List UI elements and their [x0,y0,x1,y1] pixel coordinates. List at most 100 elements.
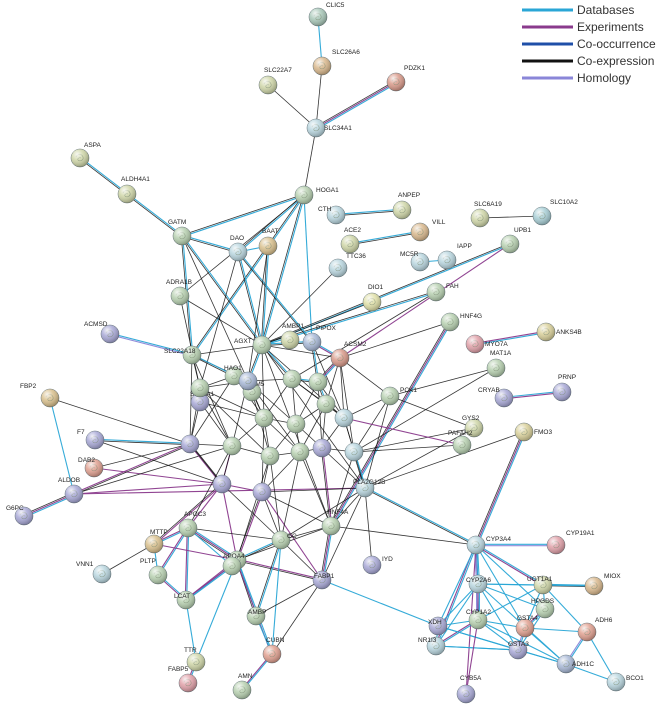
node-gatm[interactable]: GATM [168,219,192,246]
node-xdh[interactable]: XDH [428,616,448,636]
node-hpgds[interactable]: HPGDS [531,598,555,619]
edge-cubn2-lcat [185,564,232,600]
node-iapp[interactable]: IAPP [437,243,472,270]
edge-mat1a-c9 [353,367,497,453]
edge-baat-agxt [262,245,270,346]
node-baat[interactable]: BAAT [258,228,279,256]
node-slc22a18[interactable]: SLC22A18 [164,345,202,365]
node-c9[interactable] [344,442,364,462]
node-pla2g12b[interactable]: PLA2G12B [353,478,386,498]
node-myo7a[interactable]: MYO7A [465,334,508,354]
node-mttp[interactable]: MTTP [144,529,168,554]
node-cth[interactable]: CTH [318,205,346,225]
node-slc26a6[interactable]: SLC26A6 [312,49,360,76]
node-fabp1[interactable]: FABP1 [312,570,335,590]
node-c8[interactable] [312,438,332,458]
node-mc5r[interactable]: MC5R [400,251,430,272]
node-fah[interactable]: FAH [426,282,459,302]
node-label: FMO3 [534,429,552,436]
node-amn[interactable]: AMN [232,673,253,700]
node-agxt[interactable]: AGXT [234,335,272,355]
node-pdzk1[interactable]: PDZK1 [386,65,425,92]
node-ugt1a1[interactable]: UGT1A1 [527,575,553,595]
node-aldob[interactable]: ALDOB [58,477,84,504]
node-slc22a7[interactable]: SLC22A7 [258,67,292,95]
node-gys2[interactable]: GYS2 [462,415,484,438]
node-pafah2[interactable]: PAFAH2 [448,430,473,455]
node-slc10a2[interactable]: SLC10A2 [532,199,578,226]
node-bco1[interactable]: BCO1 [606,672,644,692]
node-c5[interactable] [254,408,274,428]
node-f7[interactable]: F7 [77,429,105,450]
node-ambp1[interactable]: AMBP1 [280,323,304,350]
node-c3[interactable] [282,369,302,389]
node-anpep[interactable]: ANPEP [392,192,420,220]
node-cubn[interactable]: CUBN [262,637,285,664]
node-adh1c[interactable]: ADH1C [556,654,594,674]
node-acmsd[interactable]: ACMSD [84,321,120,344]
node-gsta3[interactable]: GSTA3 [508,640,529,660]
node-fabp5[interactable]: FABP5 [168,666,198,693]
node-adh6[interactable]: ADH6 [577,617,613,642]
node-pck1[interactable]: PCK1 [380,386,417,406]
node-c16[interactable] [316,394,336,414]
node-pipox[interactable]: PIPOX [302,325,337,352]
node-prnp[interactable]: PRNP [552,374,576,402]
node-pltp[interactable]: PLTP [140,558,168,585]
node-gloss [118,185,136,203]
node-cryab[interactable]: CRYAB [478,387,514,408]
node-anks4b[interactable]: ANKS4B [536,322,582,342]
node-c12[interactable] [290,442,310,462]
node-iyd[interactable]: IYD [362,555,393,575]
node-dab2[interactable]: DAB2 [78,457,104,478]
node-upb1[interactable]: UPB1 [500,227,531,254]
node-miox[interactable]: MIOX [584,573,621,596]
node-cyb5a[interactable]: CYB5A [456,675,482,704]
node-ttc36[interactable]: TTC36 [328,253,366,278]
node-cubn2[interactable] [222,556,242,576]
node-fmo3[interactable]: FMO3 [514,422,552,442]
node-c13[interactable] [260,446,280,466]
node-ace2[interactable]: ACE2 [340,227,361,254]
node-slc6a19[interactable]: SLC6A19 [470,201,502,228]
node-c4[interactable] [308,372,328,392]
node-fbp2[interactable]: FBP2 [20,383,60,408]
node-dao[interactable]: DAO [228,235,248,262]
node-cyp19a1[interactable]: CYP19A1 [546,530,595,555]
node-c6[interactable] [334,408,354,428]
node-aldh4a1[interactable]: ALDH4A1 [117,176,150,204]
node-c7[interactable] [286,414,306,434]
node-adra1b[interactable]: ADRA1B [166,279,192,306]
node-g6pc[interactable]: G6PC [6,505,34,526]
node-c14[interactable] [180,434,200,454]
node-vnn1[interactable]: VNN1 [76,561,112,584]
node-cyp3a4[interactable]: CYP3A4 [466,535,511,555]
node-gsta4[interactable]: GSTA4 [515,615,538,638]
node-ambp[interactable]: AMBP [246,606,266,626]
node-mat1a[interactable]: MAT1A [486,350,512,378]
node-hnf4g[interactable]: HNF4G [440,312,482,332]
node-nr1i3[interactable]: NR1I3 [418,636,446,656]
node-vill[interactable]: VILL [410,219,446,242]
node-dio1[interactable]: DIO1 [362,284,384,312]
node-c15[interactable] [222,436,242,456]
node-c11[interactable] [252,482,272,502]
node-cyp2a6[interactable]: CYP2A6 [466,574,491,594]
edge-pla2g12b-fabp1 [321,487,366,581]
node-hoga1[interactable]: HOGA1 [294,185,339,205]
node-c10[interactable] [212,474,232,494]
node-acsm2[interactable]: ACSM2 [330,341,367,368]
node-ttr[interactable]: TTR [184,647,206,672]
node-c2[interactable] [238,371,258,391]
node-hnf4a[interactable]: HNF4A [321,509,349,536]
node-c1[interactable] [190,378,210,398]
node-cyp1a2[interactable]: CYP1A2 [466,609,491,630]
node-apoc3[interactable]: APOC3 [178,511,206,538]
node-clic5[interactable]: CLIC5 [308,2,345,27]
node-lcat[interactable]: LCAT [174,590,196,610]
node-hao1[interactable]: HAO1 [224,365,244,386]
node-aspa[interactable]: ASPA [70,142,102,168]
node-slc34a1[interactable]: SLC34A1 [306,118,352,138]
node-gc[interactable]: GC [271,530,297,550]
